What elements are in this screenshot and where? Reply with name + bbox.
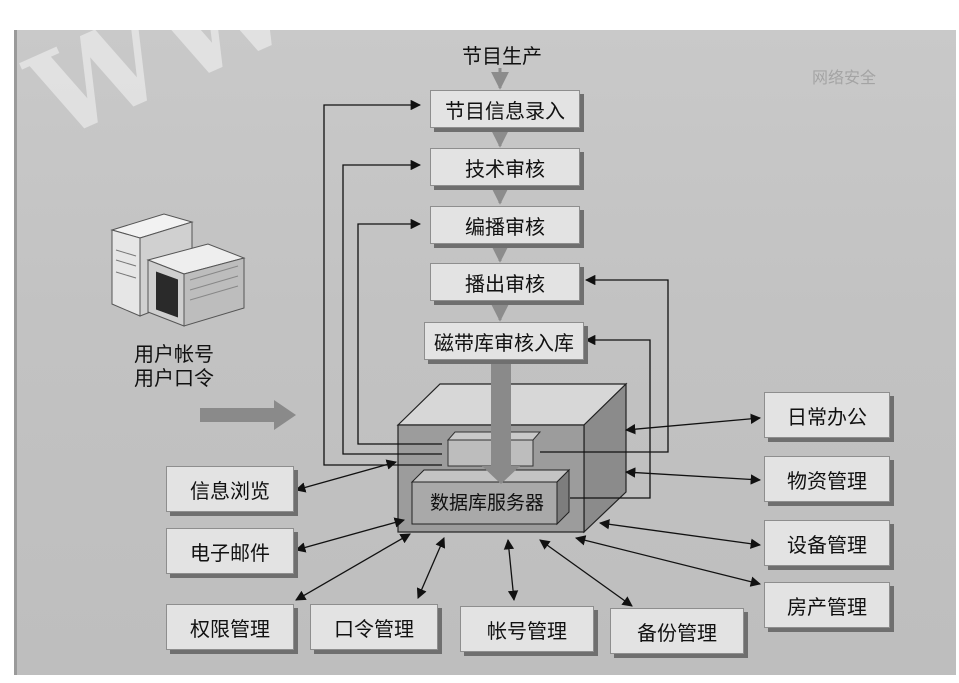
desktop-computer-icon <box>110 213 246 327</box>
top-input-label: 节目生产 <box>462 44 542 68</box>
user-account-label: 用户帐号 <box>134 342 214 366</box>
server-cube <box>396 382 628 534</box>
module-property-mgmt: 房产管理 <box>764 582 890 628</box>
module-email: 电子邮件 <box>166 528 294 574</box>
module-daily-office: 日常办公 <box>764 392 890 438</box>
module-permission-mgmt: 权限管理 <box>166 604 294 650</box>
faint-header-text: 网络安全 <box>812 68 877 87</box>
module-materials-mgmt: 物资管理 <box>764 456 890 502</box>
module-account-mgmt: 帐号管理 <box>460 606 594 652</box>
workflow-step-3: 编播审核 <box>430 206 580 244</box>
module-info-browse: 信息浏览 <box>166 466 294 512</box>
module-backup-mgmt: 备份管理 <box>610 608 744 654</box>
workflow-step-5: 磁带库审核入库 <box>424 322 584 360</box>
workflow-step-1: 节目信息录入 <box>430 90 580 128</box>
database-server-label: 数据库服务器 <box>429 492 544 514</box>
module-links <box>294 413 762 607</box>
user-password-label: 用户口令 <box>134 366 214 390</box>
big-down-arrow <box>482 360 520 484</box>
user-arrow <box>200 400 296 430</box>
module-equipment-mgmt: 设备管理 <box>764 520 890 566</box>
workflow-step-4: 播出审核 <box>430 263 580 301</box>
workflow-step-2: 技术审核 <box>430 148 580 186</box>
module-password-mgmt: 口令管理 <box>310 604 438 650</box>
